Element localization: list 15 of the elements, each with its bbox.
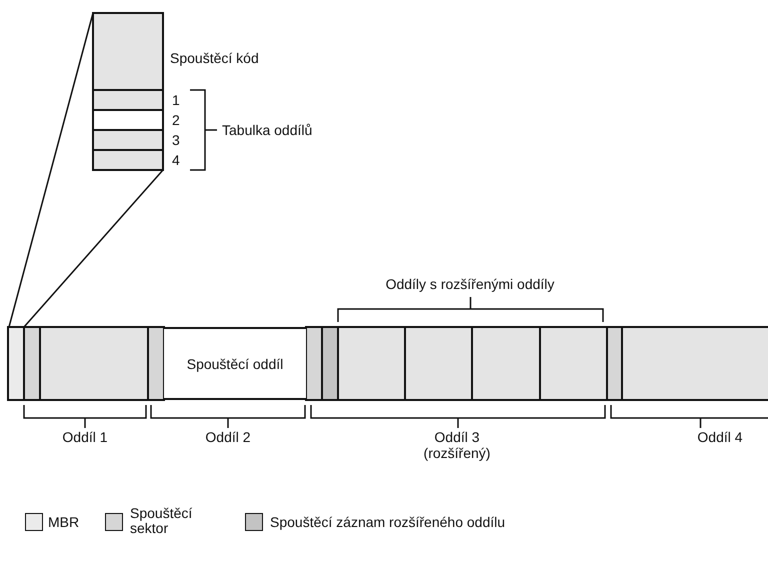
bracket-label: Oddíly s rozšířenými oddíly [384, 276, 556, 292]
row-number: 1 [172, 92, 180, 108]
legend-label: Spouštěcí sektor [130, 506, 194, 536]
bracket-label: Oddíl 3 (rozšířený) [422, 429, 492, 461]
bracket-label: Oddíl 2 [204, 429, 252, 445]
bracket-label: Oddíl 1 [61, 429, 109, 445]
row-number: 2 [172, 112, 180, 128]
bracket-label: Tabulka oddílů [222, 122, 312, 138]
partition-segment: Spouštěcí oddíl [164, 327, 306, 400]
bracket-label: Oddíl 4 [696, 429, 744, 445]
legend-label: MBR [48, 514, 80, 530]
legend-label: Spouštěcí záznam rozšířeného oddílu [270, 514, 506, 530]
row-number: 3 [172, 132, 180, 148]
row-number: 4 [172, 152, 180, 168]
block-label: Spouštěcí kód [170, 50, 259, 66]
